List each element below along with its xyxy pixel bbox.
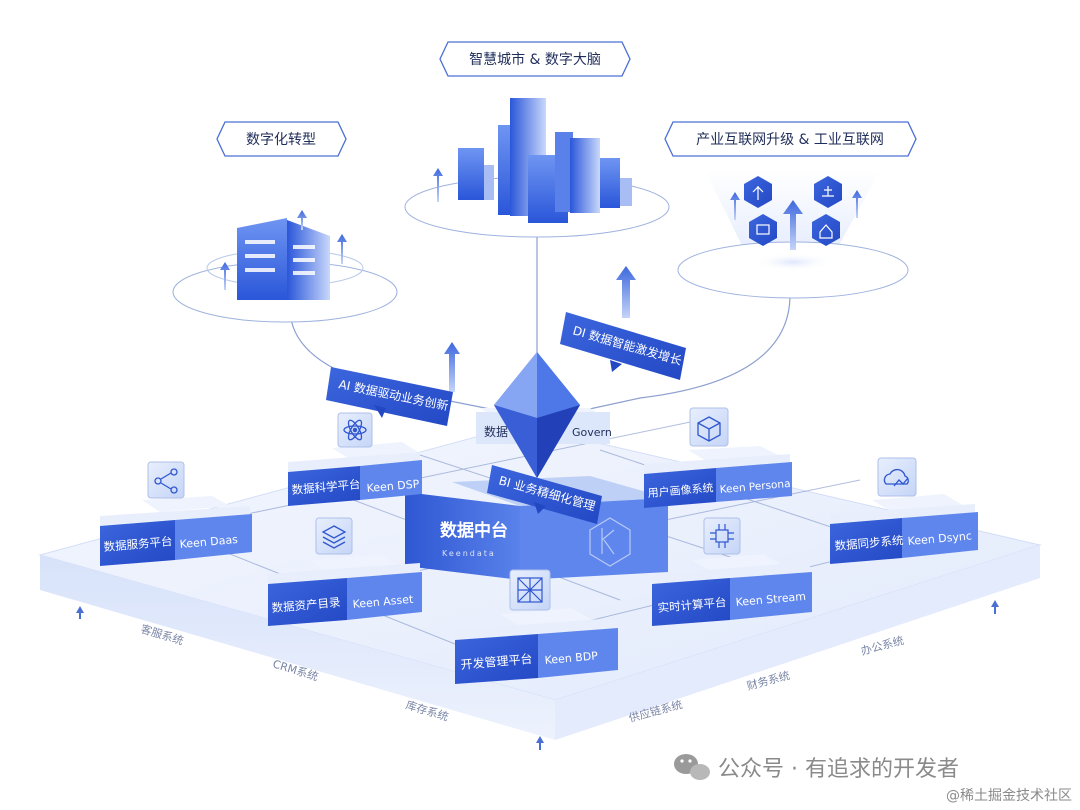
module-dsync-en: Keen Dsync (907, 529, 972, 548)
base-system-label: 办公系统 (859, 634, 905, 658)
layers-icon (321, 525, 347, 549)
network-icon (517, 577, 543, 603)
top-label-right: 产业互联网升级 & 工业互联网 (696, 132, 884, 148)
share-nodes-icon (154, 468, 178, 494)
module-dsp: 数据科学平台 Keen DSP (288, 412, 422, 506)
cloud-sync-icon (883, 468, 909, 487)
module-stream-en: Keen Stream (735, 590, 806, 609)
module-bdp-en: Keen BDP (544, 649, 599, 667)
module-daas-en: Keen Daas (179, 533, 239, 551)
cube-icon (697, 416, 721, 442)
smart-city-scene (404, 98, 670, 238)
module-persona-cn: 用户画像系统 (647, 480, 714, 500)
core-subtitle: Keendata (442, 549, 496, 558)
core-data-platform: 数据中台 Keendata (405, 476, 668, 580)
module-dsync-cn: 数据同步系统 (834, 533, 904, 553)
label-industrial-internet: 产业互联网升级 & 工业互联网 (664, 121, 917, 157)
circuit-icon (710, 524, 734, 548)
module-stream: 实时计算平台 Keen Stream (652, 517, 812, 626)
digital-transformation-scene (172, 210, 398, 323)
wechat-account-name: 公众号 · 有追求的开发者 (718, 757, 959, 782)
module-daas-cn: 数据服务平台 (103, 534, 173, 554)
module-bdp: 开发管理平台 Keen BDP (455, 569, 618, 684)
label-smart-city: 智慧城市 & 数字大脑 (439, 41, 631, 77)
module-asset-en: Keen Asset (352, 593, 414, 611)
module-asset: 数据资产目录 Keen Asset (268, 517, 422, 626)
base-arrows (76, 600, 999, 750)
module-dsp-cn: 数据科学平台 (291, 477, 361, 497)
top-label-left: 数字化转型 (246, 132, 316, 148)
callout-di: DI 数据智能激发增长 (560, 312, 686, 380)
module-daas: 数据服务平台 Keen Daas (100, 461, 252, 566)
industrial-internet-scene (677, 170, 909, 299)
growth-arrow (444, 342, 460, 392)
core-title: 数据中台 (440, 520, 508, 541)
wechat-watermark: 公众号 · 有追求的开发者 (674, 754, 959, 782)
module-asset-cn: 数据资产目录 (271, 595, 341, 615)
top-label-center: 智慧城市 & 数字大脑 (469, 51, 601, 68)
module-dsp-en: Keen DSP (366, 477, 420, 495)
keendata-logo-icon (589, 517, 631, 567)
module-govern-en: Govern (572, 426, 612, 439)
atom-icon (343, 419, 367, 441)
module-govern-cn: 数据 (484, 424, 508, 439)
module-persona: 用户画像系统 Keen Persona (644, 407, 792, 508)
hex-icon-cluster (744, 176, 842, 246)
module-stream-cn: 实时计算平台 (657, 595, 727, 615)
core-gem (494, 352, 580, 478)
module-bdp-cn: 开发管理平台 (460, 651, 533, 672)
wechat-icon (674, 754, 710, 780)
growth-arrow (616, 266, 636, 318)
label-digital-transformation: 数字化转型 (216, 121, 347, 157)
module-dsync: 数据同步系统 Keen Dsync (830, 457, 978, 564)
site-watermark: @稀土掘金技术社区 (946, 788, 1072, 804)
